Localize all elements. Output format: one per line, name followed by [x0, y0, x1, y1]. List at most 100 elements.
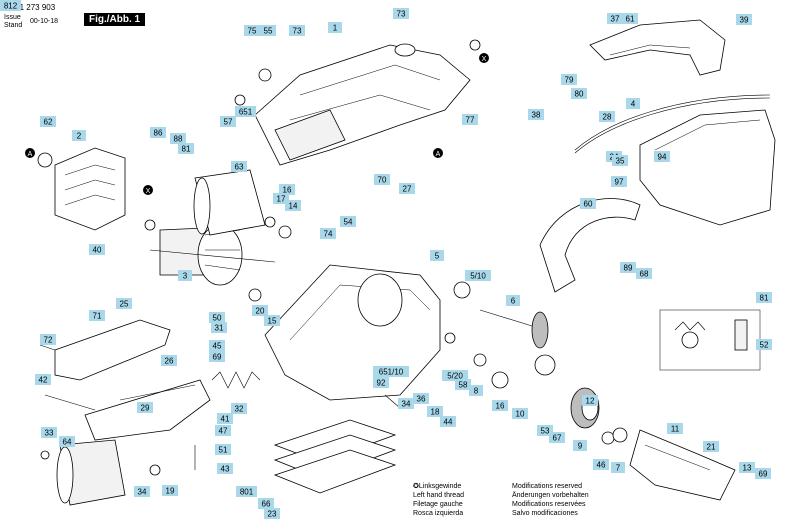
part-number: 74 [324, 230, 333, 239]
part-tag: 72 [40, 334, 56, 345]
part-tag-box [264, 315, 280, 326]
part-tag-box [373, 366, 409, 377]
part-number: 81 [760, 294, 769, 303]
part-tag: 3 [178, 270, 192, 281]
part-tag: 50 [209, 312, 225, 323]
belt-cover [629, 429, 736, 501]
legend-line: Left hand thread [413, 492, 464, 499]
part-tag-box [89, 244, 105, 255]
part-number: 16 [283, 186, 292, 195]
legend-line: ✪Linksgewinde [413, 483, 462, 490]
callout-marker: A [25, 148, 35, 158]
part-tag: 36 [413, 393, 429, 404]
part-tag: 25 [116, 298, 132, 309]
part-tag: 54 [340, 216, 356, 227]
part-tag-box [736, 14, 752, 25]
part-tag: 14 [285, 200, 301, 211]
part-tag-box [209, 312, 225, 323]
part-number: 45 [213, 342, 222, 351]
part-number: 32 [235, 405, 244, 414]
part-number: 94 [658, 153, 667, 162]
part-tag: 31 [211, 322, 227, 333]
part-number: 79 [565, 76, 574, 85]
part-number: 7 [616, 464, 621, 473]
part-tag-box [455, 379, 471, 390]
part-tag: 34 [398, 398, 414, 409]
part-number: 37 [611, 15, 620, 24]
part-tag-box [580, 198, 596, 209]
part-tag-box [667, 423, 683, 434]
part-tag: 71 [89, 310, 105, 321]
part-tag-box [41, 427, 57, 438]
callout-marker: X [479, 53, 489, 63]
part-number: 43 [221, 465, 230, 474]
part-tag: 69 [209, 351, 225, 362]
part-number: 42 [39, 376, 48, 385]
part-tag-box [528, 109, 544, 120]
legend-line: Änderungen vorbehalten [512, 492, 589, 499]
part-tag-box [215, 444, 231, 455]
part-tag: 69 [755, 468, 771, 479]
part-tag-box [340, 216, 356, 227]
part-tag-box [116, 298, 132, 309]
part-tag-box [231, 161, 247, 172]
callout-marker: A [433, 148, 443, 158]
part-tag: 53 [537, 425, 553, 436]
part-number: 4 [631, 100, 636, 109]
part-tag-box [599, 111, 615, 122]
part-tag: 47 [215, 425, 231, 436]
part-tag: 51 [215, 444, 231, 455]
legend-line: Rosca izquierda [413, 510, 464, 517]
part-number: 19 [166, 487, 175, 496]
part-tag-box [211, 322, 227, 333]
callout-marker: X [143, 185, 153, 195]
figure-label: Fig./Abb. 1 [84, 13, 146, 26]
part-number: 57 [224, 118, 233, 127]
part-tag: 10 [512, 408, 528, 419]
part-number: 5/10 [470, 272, 486, 281]
part-number: 70 [378, 176, 387, 185]
part-number: 17 [277, 195, 286, 204]
part-tag: 92 [373, 377, 389, 388]
callout-dot [433, 148, 443, 158]
part-tag: 63 [231, 161, 247, 172]
base-plate [54, 319, 171, 381]
part-number: 812 [4, 2, 18, 11]
document-number: 0 601 273 903 [4, 3, 56, 12]
part-tag: 4 [626, 98, 640, 109]
part-tag-box [755, 468, 771, 479]
part-tag: 5/20 [442, 370, 468, 381]
part-tag: 11 [667, 423, 683, 434]
part-tag-box [442, 370, 468, 381]
part-tag: 64 [59, 436, 75, 447]
part-number: 29 [141, 404, 150, 413]
part-tag-box [739, 462, 755, 473]
part-tag: 651/10 [373, 366, 409, 377]
legend-line: Filetage gauche [413, 501, 463, 508]
part-tag-box [611, 176, 627, 187]
part-tag: 44 [440, 416, 456, 427]
part-tag: 801 [236, 486, 257, 497]
part-tag-box [273, 193, 289, 204]
part-tag: 74 [320, 228, 336, 239]
part-tag: 73 [289, 25, 305, 36]
part-number: 34 [138, 488, 147, 497]
part-tag: 61 [622, 13, 638, 24]
part-number: 651 [239, 108, 253, 117]
part-tag: 19 [162, 485, 178, 496]
part-number: 9 [578, 442, 583, 451]
part-tag-box [289, 25, 305, 36]
field-coil [37, 147, 126, 231]
part-tag-box [72, 130, 86, 141]
part-number: 25 [120, 300, 129, 309]
part-number: 35 [616, 157, 625, 166]
part-number: 55 [264, 27, 273, 36]
part-tag-box [427, 406, 443, 417]
part-number: 54 [344, 218, 353, 227]
part-number: 13 [743, 464, 752, 473]
part-tag-box [612, 155, 628, 166]
part-tag-box [512, 408, 528, 419]
part-tag-box [537, 425, 553, 436]
part-tag: 81 [178, 143, 194, 154]
part-tag-box [506, 295, 520, 306]
